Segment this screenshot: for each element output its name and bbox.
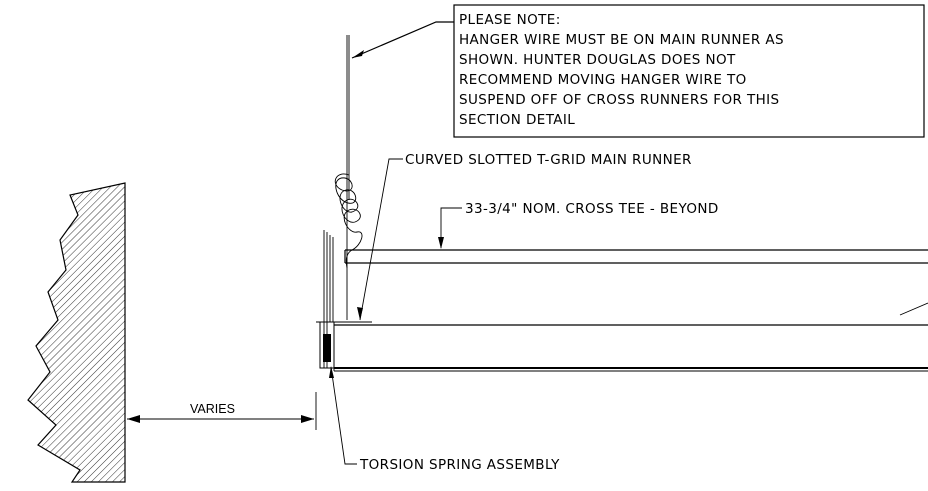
cross-tee-callout: 33-3/4" NOM. CROSS TEE - BEYOND xyxy=(438,201,719,249)
wall-section xyxy=(27,182,126,483)
main-runner-callout: CURVED SLOTTED T-GRID MAIN RUNNER xyxy=(357,152,692,321)
cross-tee-and-panel xyxy=(333,249,928,372)
varies-dimension: VARIES xyxy=(127,392,317,430)
cross-tee-label: 33-3/4" NOM. CROSS TEE - BEYOND xyxy=(465,201,719,217)
note-line-2: HANGER WIRE MUST BE ON MAIN RUNNER AS xyxy=(459,32,784,48)
torsion-spring-label: TORSION SPRING ASSEMBLY xyxy=(359,457,560,473)
note-line-3: SHOWN. HUNTER DOUGLAS DOES NOT xyxy=(459,52,736,68)
hanger-wire xyxy=(334,35,363,320)
varies-label: VARIES xyxy=(190,402,235,416)
note-line-4: RECOMMEND MOVING HANGER WIRE TO xyxy=(459,72,747,88)
note-line-6: SECTION DETAIL xyxy=(459,112,575,128)
note-line-1: PLEASE NOTE: xyxy=(459,12,561,28)
note-box: PLEASE NOTE: HANGER WIRE MUST BE ON MAIN… xyxy=(351,4,925,138)
torsion-spring-bracket xyxy=(316,230,372,369)
torsion-spring-callout: TORSION SPRING ASSEMBLY xyxy=(329,366,560,473)
main-runner-label: CURVED SLOTTED T-GRID MAIN RUNNER xyxy=(405,152,692,168)
note-line-5: SUSPEND OFF OF CROSS RUNNERS FOR THIS xyxy=(459,92,780,108)
